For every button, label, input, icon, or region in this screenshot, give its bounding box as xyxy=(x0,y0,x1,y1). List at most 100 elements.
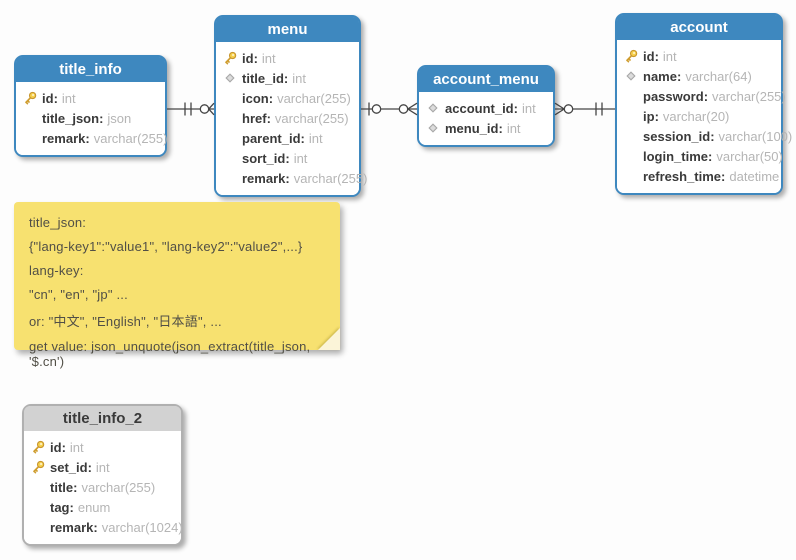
field-name: remark xyxy=(50,520,98,535)
field-name: refresh_time xyxy=(643,169,725,184)
field-row[interactable]: menu_id int xyxy=(425,118,549,138)
diamond-icon xyxy=(428,123,438,133)
table-menu[interactable]: menu id int title_id int icon varchar(25… xyxy=(214,15,367,197)
diamond-icon xyxy=(225,73,235,83)
field-row[interactable]: login_time varchar(50) xyxy=(623,146,783,166)
field-row[interactable]: title_json json xyxy=(22,108,161,128)
field-type: varchar(1024) xyxy=(101,519,183,535)
field-name: menu_id xyxy=(445,121,503,136)
field-icon xyxy=(624,89,638,103)
sticky-note[interactable]: title_json: {"lang-key1":"value1", "lang… xyxy=(14,202,340,369)
field-name: login_time xyxy=(643,149,712,164)
table-header[interactable]: title_info_2 xyxy=(24,406,181,433)
field-icon xyxy=(624,109,638,123)
note-line: title_json: xyxy=(29,215,87,230)
field-icon xyxy=(223,171,237,185)
note-fold-corner xyxy=(318,328,340,350)
note-line: lang-key: xyxy=(29,263,84,278)
field-name: set_id xyxy=(50,460,92,475)
field-icon xyxy=(624,169,638,183)
field-row[interactable]: parent_id int xyxy=(222,128,355,148)
field-name: id xyxy=(643,49,659,64)
field-type: varchar(255) xyxy=(293,170,368,186)
field-row[interactable]: id int xyxy=(22,88,161,108)
field-row[interactable]: remark varchar(255) xyxy=(222,168,367,188)
field-type: varchar(255) xyxy=(93,130,168,146)
field-row[interactable]: remark varchar(255) xyxy=(22,128,167,148)
key-icon xyxy=(33,460,45,474)
field-row[interactable]: password varchar(255) xyxy=(623,86,786,106)
field-name: sort_id xyxy=(242,151,290,166)
key-icon xyxy=(33,440,45,454)
field-row[interactable]: href varchar(255) xyxy=(222,108,355,128)
field-type: varchar(255) xyxy=(712,88,786,104)
field-icon xyxy=(223,111,237,125)
table-title_info[interactable]: title_info id int title_json json remark… xyxy=(14,55,167,157)
table-body: id int set_id int title varchar(255) tag… xyxy=(24,433,183,544)
field-type: int xyxy=(292,70,306,86)
field-type: datetime xyxy=(729,168,780,184)
table-account[interactable]: account id int name varchar(64) password… xyxy=(615,13,792,195)
field-type: int xyxy=(69,439,84,455)
key-icon xyxy=(225,51,237,65)
table-body: account_id int menu_id int xyxy=(419,94,553,145)
field-name: href xyxy=(242,111,271,126)
key-icon xyxy=(626,49,638,63)
field-type: int xyxy=(261,50,276,66)
field-name: title xyxy=(50,480,77,495)
note-line: "cn", "en", "jp" ... xyxy=(29,287,128,302)
table-header[interactable]: title_info xyxy=(16,57,165,84)
relationship-menu-account_menu[interactable] xyxy=(361,97,418,123)
field-name: remark xyxy=(242,171,290,186)
field-type: varchar(100) xyxy=(718,128,793,144)
field-type: varchar(20) xyxy=(662,108,730,124)
field-icon xyxy=(223,131,237,145)
field-icon xyxy=(223,151,237,165)
field-icon xyxy=(31,520,45,534)
field-name: title_id xyxy=(242,71,288,86)
field-name: session_id xyxy=(643,129,715,144)
note-line: {"lang-key1":"value1", "lang-key2":"valu… xyxy=(29,239,303,254)
field-row[interactable]: account_id int xyxy=(425,98,549,118)
note-line: or: "中文", "English", "日本語", ... xyxy=(29,314,222,329)
field-type: int xyxy=(662,48,677,64)
field-type: int xyxy=(521,100,536,116)
field-row[interactable]: tag enum xyxy=(30,497,177,517)
field-row[interactable]: remark varchar(1024) xyxy=(30,517,183,537)
field-name: tag xyxy=(50,500,74,515)
field-row[interactable]: id int xyxy=(623,46,777,66)
field-type: varchar(255) xyxy=(81,479,156,495)
table-header[interactable]: account_menu xyxy=(419,67,553,94)
field-row[interactable]: title varchar(255) xyxy=(30,477,177,497)
field-row[interactable]: id int xyxy=(222,48,355,68)
field-name: password xyxy=(643,89,708,104)
field-name: account_id xyxy=(445,101,518,116)
table-account_menu[interactable]: account_menu account_id int menu_id int xyxy=(417,65,555,147)
relationship-title_info-menu[interactable] xyxy=(167,97,215,123)
field-row[interactable]: session_id varchar(100) xyxy=(623,126,792,146)
field-row[interactable]: icon varchar(255) xyxy=(222,88,355,108)
field-row[interactable]: title_id int xyxy=(222,68,355,88)
field-row[interactable]: id int xyxy=(30,437,177,457)
field-type: varchar(255) xyxy=(277,90,351,106)
field-row[interactable]: name varchar(64) xyxy=(623,66,777,86)
table-header[interactable]: account xyxy=(617,15,781,42)
relationship-account_menu-account[interactable] xyxy=(554,97,615,123)
field-row[interactable]: ip varchar(20) xyxy=(623,106,777,126)
field-name: parent_id xyxy=(242,131,305,146)
field-type: int xyxy=(293,150,308,166)
field-type: int xyxy=(308,130,323,146)
field-name: id xyxy=(42,91,58,106)
table-title_info_2[interactable]: title_info_2 id int set_id int title var… xyxy=(22,404,183,546)
field-name: icon xyxy=(242,91,273,106)
field-name: title_json xyxy=(42,111,103,126)
table-header[interactable]: menu xyxy=(216,17,359,44)
field-icon xyxy=(31,500,45,514)
field-icon xyxy=(23,111,37,125)
field-icon xyxy=(223,91,237,105)
field-row[interactable]: sort_id int xyxy=(222,148,355,168)
field-row[interactable]: set_id int xyxy=(30,457,177,477)
field-row[interactable]: refresh_time datetime xyxy=(623,166,780,186)
field-type: int xyxy=(506,120,521,136)
